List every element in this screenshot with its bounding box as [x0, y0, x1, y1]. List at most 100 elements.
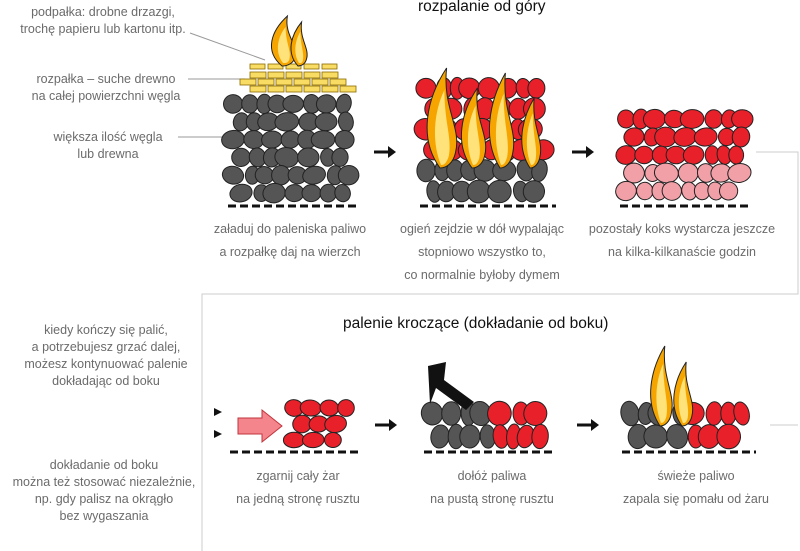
tinder-stick — [249, 85, 267, 93]
title-bottom: palenie kroczące (dokładanie od boku) — [343, 315, 609, 332]
coke-lump — [731, 109, 754, 129]
coke-lump — [693, 127, 718, 147]
arrow-2-3-head — [586, 146, 594, 158]
coal-lump — [522, 180, 546, 203]
fuel-lump — [733, 401, 750, 426]
flame-core — [467, 105, 480, 165]
fuel-lump — [420, 401, 444, 426]
ember-lump — [324, 414, 347, 434]
coal-lump — [487, 179, 512, 204]
kindling-stick — [285, 63, 302, 70]
flame-core — [526, 113, 537, 165]
coal-lump — [466, 179, 491, 204]
fuel-lump — [705, 401, 723, 426]
flame-core — [656, 363, 667, 423]
side-pointer-1 — [214, 408, 222, 416]
coke-lump — [682, 145, 705, 165]
coke-lump — [727, 163, 752, 183]
coal-lump — [334, 183, 351, 203]
leader-kindling — [189, 32, 266, 61]
coal-lump — [297, 147, 320, 168]
coke-lump — [636, 181, 654, 201]
ember-lump — [299, 399, 322, 417]
flame-core — [495, 93, 508, 165]
coal-lump — [334, 129, 355, 150]
tinder-stick — [267, 85, 285, 93]
tinder-stick — [329, 78, 347, 86]
coal-lump — [315, 94, 337, 114]
tinder-stick — [321, 71, 339, 79]
tinder-stick — [321, 85, 339, 93]
flame-core — [277, 27, 290, 64]
coke-lump — [719, 181, 739, 201]
coke-lump — [634, 145, 654, 165]
tinder-stick — [249, 71, 267, 79]
kindling-stick — [267, 63, 284, 70]
fuel-lump — [430, 424, 450, 449]
coal-lump — [302, 165, 326, 185]
flame-core — [434, 90, 450, 165]
coal-lump — [310, 130, 336, 150]
tinder-stick — [303, 85, 321, 93]
flame-core — [295, 31, 304, 64]
arrow-1-2-head — [388, 146, 396, 158]
label-side-intro: kiedy kończy się palić,a potrzebujesz gr… — [24, 323, 188, 388]
coke-lump — [653, 162, 679, 184]
tinder-stick — [257, 78, 275, 86]
coke-lump — [731, 126, 751, 148]
label-kindling: podpałka: drobne drzazgi,trochę papieru … — [20, 5, 186, 36]
fuel-lump — [716, 423, 742, 450]
ember-lump — [302, 431, 325, 449]
coke-lump — [679, 109, 705, 129]
tinder-stick — [311, 78, 329, 86]
ember-lump — [324, 431, 342, 449]
coke-lump — [677, 162, 699, 184]
tinder-stick — [293, 78, 311, 86]
kindling-stick — [303, 63, 320, 70]
coal-lump — [241, 94, 259, 114]
coke-lump — [617, 109, 635, 129]
coal-lump — [274, 112, 300, 132]
title-top: rozpalanie od góry — [418, 0, 546, 15]
fuel-lump — [523, 401, 548, 426]
coal-lump — [301, 184, 322, 203]
coke-lump — [654, 126, 677, 148]
tinder-stick — [303, 71, 321, 79]
coal-lump — [231, 147, 251, 168]
coal-lump — [223, 94, 243, 114]
ember-lump — [337, 399, 355, 417]
fuel-lump — [643, 424, 668, 449]
flame-core — [678, 376, 689, 423]
frame-line-top — [201, 151, 799, 551]
coal-lump — [416, 158, 436, 183]
arrow-5-6-head — [591, 419, 599, 431]
fuel-lump — [666, 424, 689, 449]
add-fuel-arrow — [428, 362, 474, 410]
kindling-stick — [321, 63, 338, 70]
coke-lump — [728, 145, 745, 165]
tinder-stick — [239, 78, 257, 86]
fuel-lump — [531, 423, 549, 450]
coal-lump — [229, 183, 253, 203]
coal-lump — [221, 129, 245, 150]
fuel-lump — [487, 400, 512, 427]
fuel-lump — [441, 401, 462, 426]
coal-lump — [331, 147, 349, 167]
coke-lump — [623, 127, 645, 147]
coal-lump — [314, 112, 338, 132]
coal-lump — [221, 165, 245, 185]
tinder-stick — [275, 78, 293, 86]
coal-lump — [282, 94, 305, 113]
coke-lump — [704, 109, 723, 129]
arrow-4-5-head — [389, 419, 397, 431]
coke-lump — [661, 181, 682, 201]
coal-lump — [261, 130, 283, 149]
